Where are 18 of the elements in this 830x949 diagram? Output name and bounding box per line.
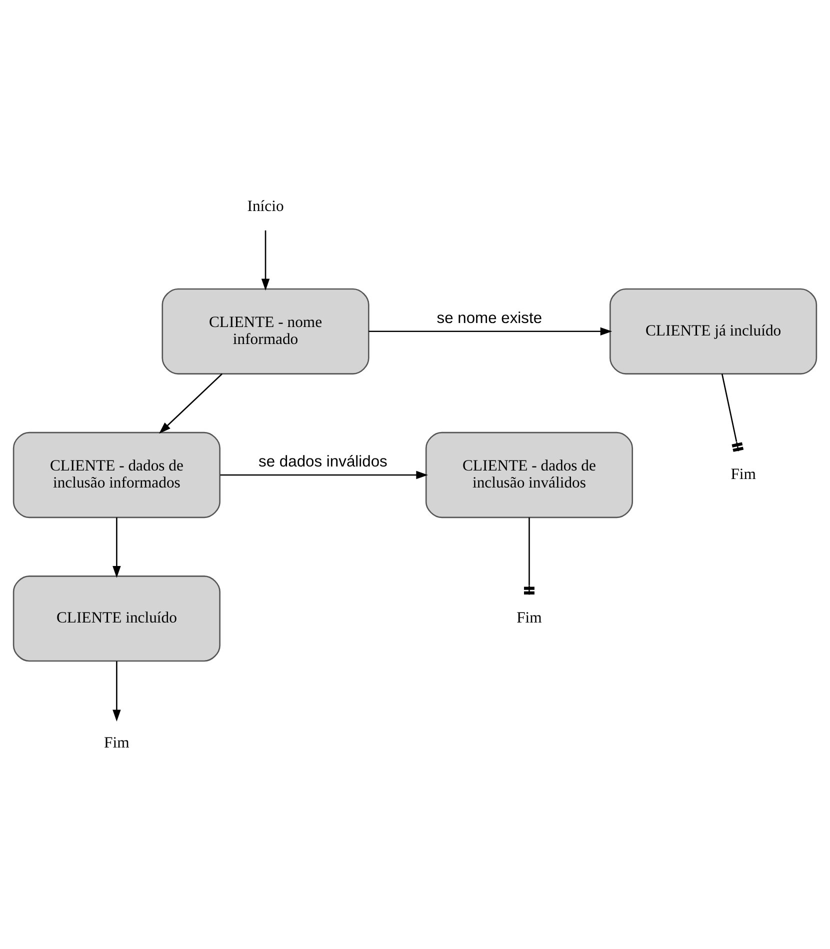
edge-label: se nome existe [436, 310, 542, 327]
arrow [368, 326, 612, 336]
edge-label: se dados inválidos [258, 453, 388, 470]
node-box: CLIENTE já incluído [610, 288, 818, 374]
node-box: CLIENTE - dados de inclusão informados [12, 431, 220, 518]
node-text: Fim [104, 734, 130, 751]
connector [721, 373, 744, 452]
arrow [261, 230, 270, 290]
node-text: Início [247, 197, 284, 214]
arrow [159, 372, 223, 434]
node-box: CLIENTE - dados de inclusão inválidos [425, 431, 634, 518]
arrow [112, 660, 121, 722]
node-box: CLIENTE incluído [12, 575, 220, 662]
node-text: Fim [516, 609, 542, 626]
node-box: CLIENTE - nome informado [162, 288, 370, 374]
arrow [112, 516, 121, 578]
arrow [220, 470, 428, 479]
node-text: Fim [730, 466, 756, 483]
